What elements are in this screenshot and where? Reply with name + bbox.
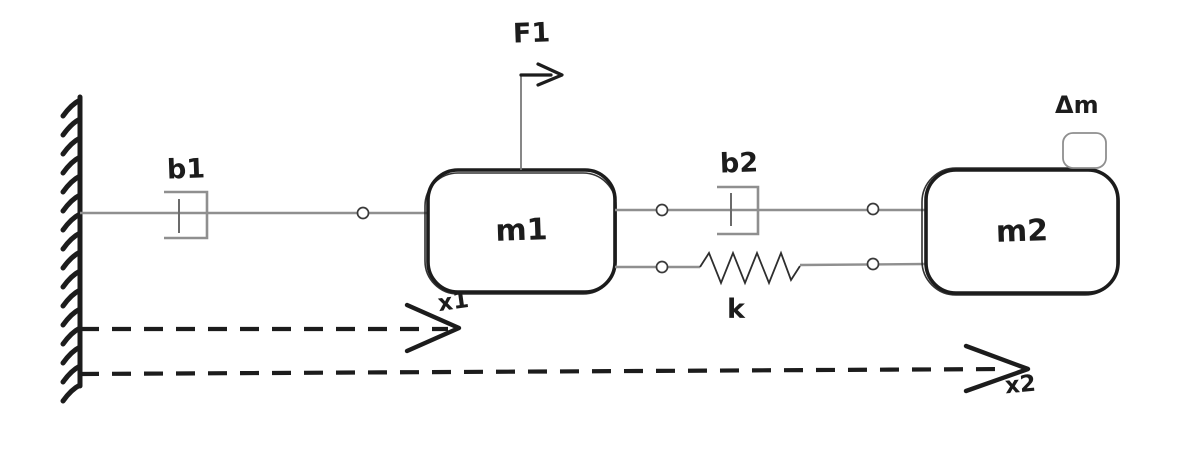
label-mass-m2: m2 [995,212,1049,250]
label-damper-b2: b2 [719,147,759,180]
mass-m2-sketch-echo [921,167,1120,296]
displacement-x1-arrow [80,302,462,354]
x2-dashed-line [79,366,1009,377]
mass-m2-box [921,167,1120,296]
damper-b1-symbol [164,190,209,240]
damper-b1-cylinder [164,190,209,240]
x2-arrowhead [963,343,1031,394]
x1-arrowhead [404,302,462,354]
rod-spring-to-m2 [799,262,927,267]
delta-m-box [1062,132,1107,169]
label-force-f1: F1 [512,17,551,50]
wall [60,94,83,404]
mass-m2-outline [924,168,1120,295]
label-displacement-x2: x2 [1003,370,1037,400]
joint-circle-left [356,206,370,220]
label-displacement-x1: x1 [436,286,471,318]
label-damper-b1: b1 [166,153,206,186]
joint-circle-lower-left [655,260,669,274]
force-f1-arrow [519,62,564,170]
label-delta-m: Δm [1055,91,1099,119]
mass-m1-sketch-echo [424,172,617,295]
damper-b2-cylinder [717,185,760,236]
displacement-x2-arrow [79,343,1031,394]
label-spring-k: k [727,294,745,325]
spring-k-symbol [699,250,801,286]
joint-circle-upper-left [655,203,669,217]
joint-circle-lower-right [866,257,880,271]
damper-b2-symbol [717,185,760,236]
force-f1-arrowhead [536,62,564,87]
label-mass-m1: m1 [494,212,549,249]
joint-circle-upper-right [866,202,880,216]
wall-hatching [60,97,83,404]
